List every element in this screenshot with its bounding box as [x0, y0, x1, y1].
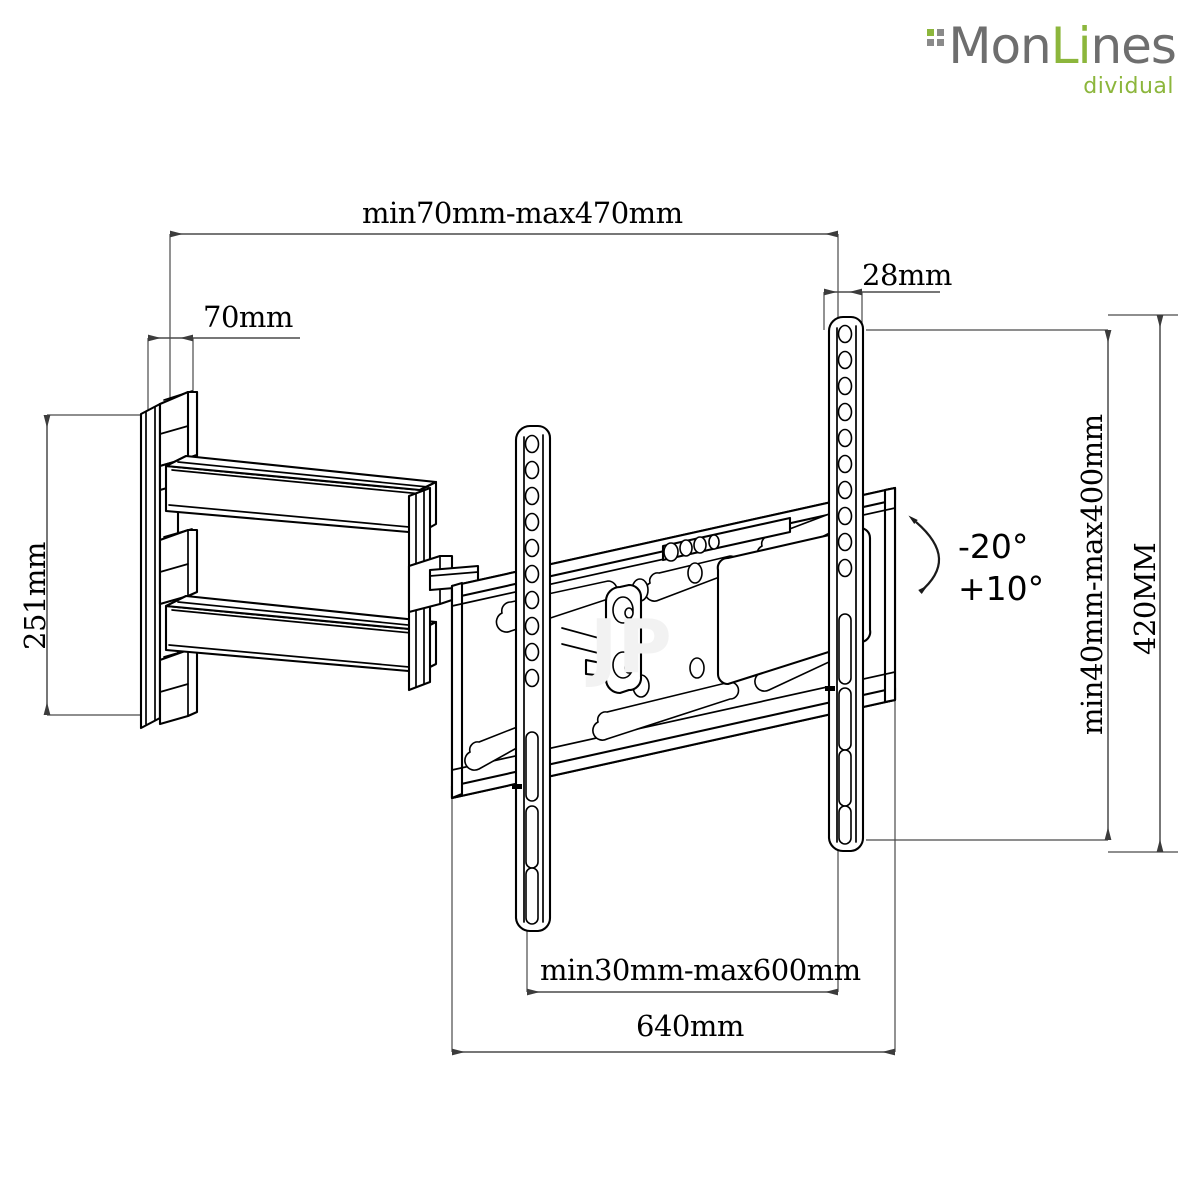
rail-hole: [837, 506, 853, 526]
rail-hole: [524, 616, 540, 636]
rail-slot: [838, 749, 852, 807]
logo-word-li: Li: [1050, 17, 1092, 75]
vesa-rail-left: [512, 424, 552, 933]
plate-slot-lower-center: [592, 681, 740, 741]
rail-hole: [837, 428, 853, 448]
label-plate-thickness: 28mm: [862, 258, 952, 292]
rail-hole: [837, 324, 853, 344]
rail-slot: [838, 687, 852, 751]
rail-hole: [524, 512, 540, 532]
vesa-rail-right: [825, 315, 865, 853]
rail-slot: [525, 867, 539, 925]
rail-index-tick: [512, 784, 522, 789]
rail-hole: [524, 564, 540, 584]
dimension-lines: [43, 230, 1178, 1056]
wall-bracket-middle: [158, 528, 199, 606]
label-wall-plate-height: 251mm: [18, 542, 52, 650]
rail-hole: [524, 590, 540, 610]
plate-hole-2: [687, 562, 703, 584]
label-overall-height: 420MM: [1128, 542, 1162, 655]
articulating-arm-assembly: [139, 390, 480, 730]
logo-wordmark: MonLines: [948, 17, 1177, 75]
plate-watermark: JP: [585, 604, 672, 690]
logo-word-nes: nes: [1090, 17, 1177, 75]
logo-wordmark-row: MonLines: [926, 17, 1177, 75]
rail-hole: [837, 532, 853, 552]
rail-hole: [524, 434, 540, 454]
label-wall-plate-depth: 70mm: [203, 300, 293, 334]
rail-hole: [837, 454, 853, 474]
rail-hole: [524, 486, 540, 506]
rail-hole: [524, 538, 540, 558]
rail-hole: [524, 642, 540, 662]
rail-slot: [525, 731, 539, 802]
arm-upper: [164, 454, 438, 535]
monlines-logo: MonLines dividual: [926, 17, 1177, 104]
rail-hole: [837, 402, 853, 422]
rail-hole: [524, 460, 540, 480]
rail-index-tick: [825, 686, 835, 691]
arm-lower: [164, 594, 438, 674]
label-vesa-horizontal: min30mm-max600mm: [540, 953, 861, 987]
plate-right-flange: [883, 486, 897, 704]
label-tilt-up: +10°: [958, 569, 1045, 608]
rail-slot: [838, 613, 852, 685]
tv-mount-plate: JP: [450, 486, 897, 800]
label-vesa-vertical: min40mm-max400mm: [1075, 414, 1109, 735]
logo-word-mon: Mon: [948, 17, 1051, 75]
rail-hole: [837, 376, 853, 396]
rail-hole: [524, 668, 540, 688]
rail-slot: [838, 805, 852, 845]
label-tilt-down: -20°: [958, 527, 1029, 566]
logo-tagline: dividual: [1083, 74, 1174, 99]
rail-hole: [837, 350, 853, 370]
swivel-hinge-bracket: [561, 583, 643, 695]
tilt-angle-indicator: [908, 515, 941, 595]
rail-hole: [837, 558, 853, 578]
rail-hole: [837, 480, 853, 500]
plate-latch-bar: [661, 516, 792, 562]
wall-bracket-lower: [158, 648, 199, 726]
rail-slot: [525, 805, 539, 869]
label-overall-width: 640mm: [636, 1009, 744, 1043]
plate-left-flange: [450, 581, 464, 800]
plate-hole-4: [689, 657, 705, 679]
label-top-extension: min70mm-max470mm: [362, 196, 683, 230]
monlines-grid-icon: [927, 29, 945, 46]
